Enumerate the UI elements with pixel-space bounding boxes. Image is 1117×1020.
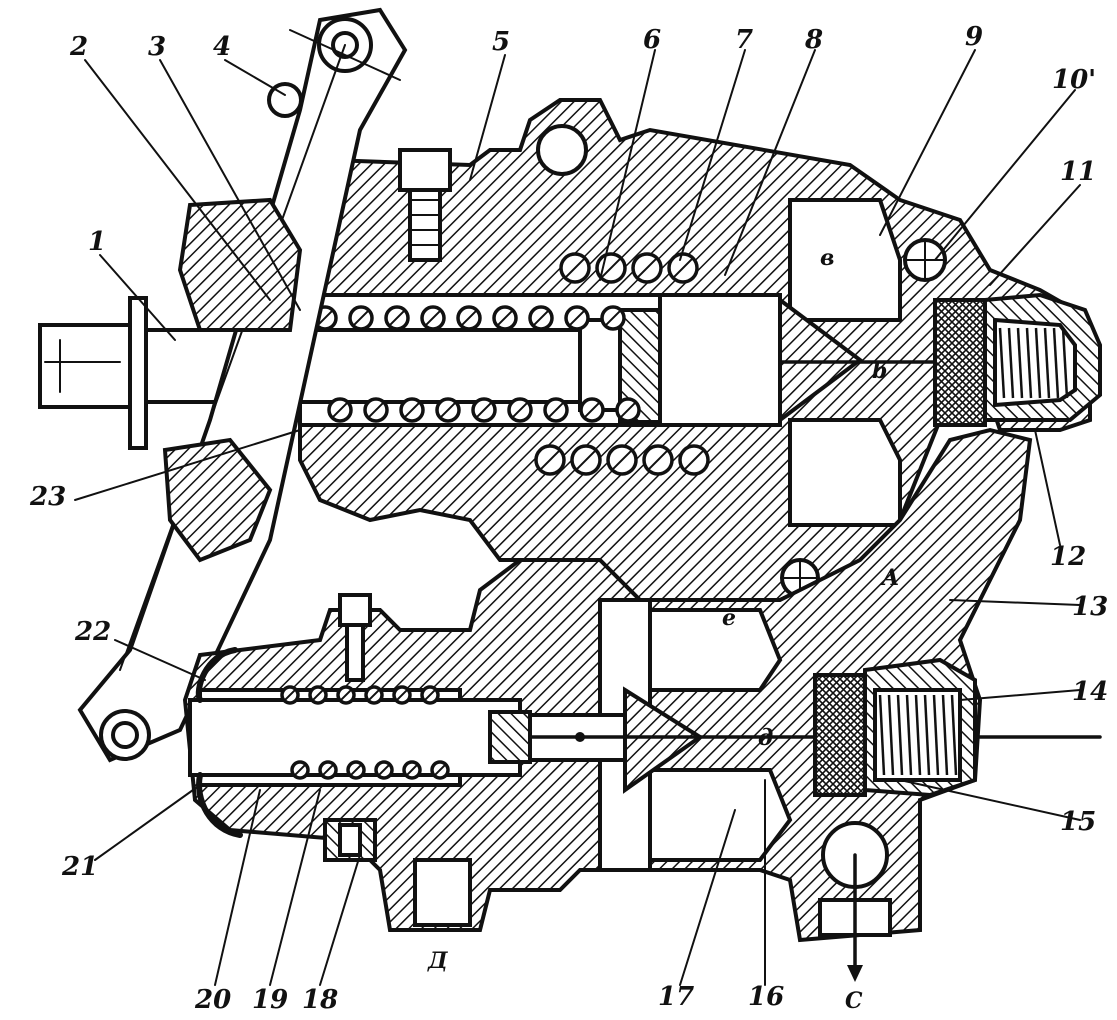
- spring-coil-mark: [683, 449, 705, 471]
- thread-line: [914, 694, 922, 776]
- spring-coil-mark: [647, 449, 669, 471]
- leader-lines: [74, 49, 1081, 986]
- thread-line: [1052, 327, 1060, 399]
- spring-coil-mark: [564, 257, 586, 279]
- callout-13: 13: [1072, 592, 1108, 622]
- thread-line: [896, 694, 904, 776]
- spring-coil-mark: [575, 449, 597, 471]
- lower-exhaust-valve: [813, 657, 977, 798]
- spring-coil-mark: [583, 401, 601, 419]
- cavity-v: в: [820, 245, 834, 271]
- spring-coil-mark: [439, 401, 457, 419]
- lower-spring: [280, 685, 450, 780]
- callout-19: 19: [252, 985, 288, 1015]
- spring-coil-mark: [316, 309, 334, 327]
- spring-coil-mark: [636, 257, 658, 279]
- spring-coil-mark: [460, 309, 478, 327]
- callout-17: 17: [658, 982, 694, 1012]
- callout-14: 14: [1072, 677, 1108, 707]
- thread-line: [1034, 327, 1042, 399]
- thread-line: [998, 327, 1006, 399]
- callout-21: 21: [61, 852, 98, 882]
- callout-1: 1: [88, 227, 106, 257]
- thread-line: [1016, 327, 1024, 399]
- callout-9: 9: [965, 22, 983, 52]
- callout-18: 18: [302, 985, 338, 1015]
- port-d: Д: [427, 948, 448, 974]
- spring-coil-mark: [600, 257, 622, 279]
- spring-coil-mark: [424, 309, 442, 327]
- thread-line: [1025, 327, 1033, 399]
- spring-coil-mark: [388, 309, 406, 327]
- thread-line: [1043, 327, 1051, 399]
- callout-22: 22: [74, 617, 111, 647]
- callout-15: 15: [1060, 807, 1096, 837]
- spring-coil-mark: [349, 763, 363, 777]
- spring-coil-mark: [532, 309, 550, 327]
- spring-coil-mark: [547, 401, 565, 419]
- cavity-e: е: [722, 605, 736, 631]
- callout-12: 12: [1050, 542, 1086, 572]
- spring-coil-mark: [283, 688, 297, 702]
- spring-coil-mark: [311, 688, 325, 702]
- upper-exhaust-valve: [933, 292, 1102, 427]
- spring-coil-mark: [331, 401, 349, 419]
- spring-coil-mark: [293, 763, 307, 777]
- callout-16: 16: [748, 982, 784, 1012]
- lever-arm: [77, 7, 408, 763]
- thread-line: [1007, 327, 1015, 399]
- spring-coil-mark: [352, 309, 370, 327]
- callout-7: 7: [735, 25, 753, 55]
- cavity-labels: в b A е д Д С: [427, 245, 899, 1014]
- lower-screw: [323, 593, 377, 862]
- spring-coil-mark: [433, 763, 447, 777]
- thread-line: [878, 694, 886, 776]
- callout-2: 2: [69, 32, 88, 62]
- spring-coil-mark: [604, 309, 622, 327]
- thread-line: [923, 694, 931, 776]
- spring-coil-mark: [611, 449, 633, 471]
- spring-coil-mark: [377, 763, 391, 777]
- spring-coil-mark: [568, 309, 586, 327]
- spring-coil-mark: [672, 257, 694, 279]
- thread-line: [1061, 327, 1069, 399]
- spring-coil-mark: [403, 401, 421, 419]
- thread-line: [941, 694, 949, 776]
- spring-coil-mark: [539, 449, 561, 471]
- cavity-a: A: [880, 565, 899, 591]
- dust-cap: [195, 647, 243, 838]
- upper-spring: [312, 252, 710, 476]
- cavity-b: b: [872, 358, 887, 384]
- thread-line: [887, 694, 895, 776]
- callout-11: 11: [1060, 157, 1096, 187]
- spring-coil-mark: [367, 688, 381, 702]
- callout-labels: 1 2 3 4 5 6 7 8 9 10' 11 12 13 14 15 16 …: [29, 22, 1108, 1015]
- callout-4: 4: [213, 32, 231, 62]
- spring-coil-mark: [321, 763, 335, 777]
- upper-bolt: [398, 148, 452, 262]
- spring-coil-mark: [339, 688, 353, 702]
- callout-23: 23: [29, 482, 66, 512]
- spring-coil-mark: [511, 401, 529, 419]
- spring-coil-mark: [405, 763, 419, 777]
- callout-3: 3: [148, 32, 166, 62]
- callout-10: 10': [1052, 65, 1096, 95]
- port-c: С: [845, 988, 863, 1014]
- callout-5: 5: [492, 27, 510, 57]
- callout-6: 6: [643, 25, 661, 55]
- callout-20: 20: [194, 985, 231, 1015]
- thread-line: [950, 694, 958, 776]
- callout-8: 8: [804, 25, 823, 55]
- thread-line: [932, 694, 940, 776]
- spring-coil-mark: [395, 688, 409, 702]
- thread-line: [905, 694, 913, 776]
- upper-piston-rod: [38, 293, 1102, 450]
- spring-coil-mark: [475, 401, 493, 419]
- spring-coil-mark: [367, 401, 385, 419]
- spring-coil-mark: [423, 688, 437, 702]
- spring-coil-mark: [496, 309, 514, 327]
- cavity-d: д: [758, 725, 773, 751]
- spring-coil-mark: [619, 401, 637, 419]
